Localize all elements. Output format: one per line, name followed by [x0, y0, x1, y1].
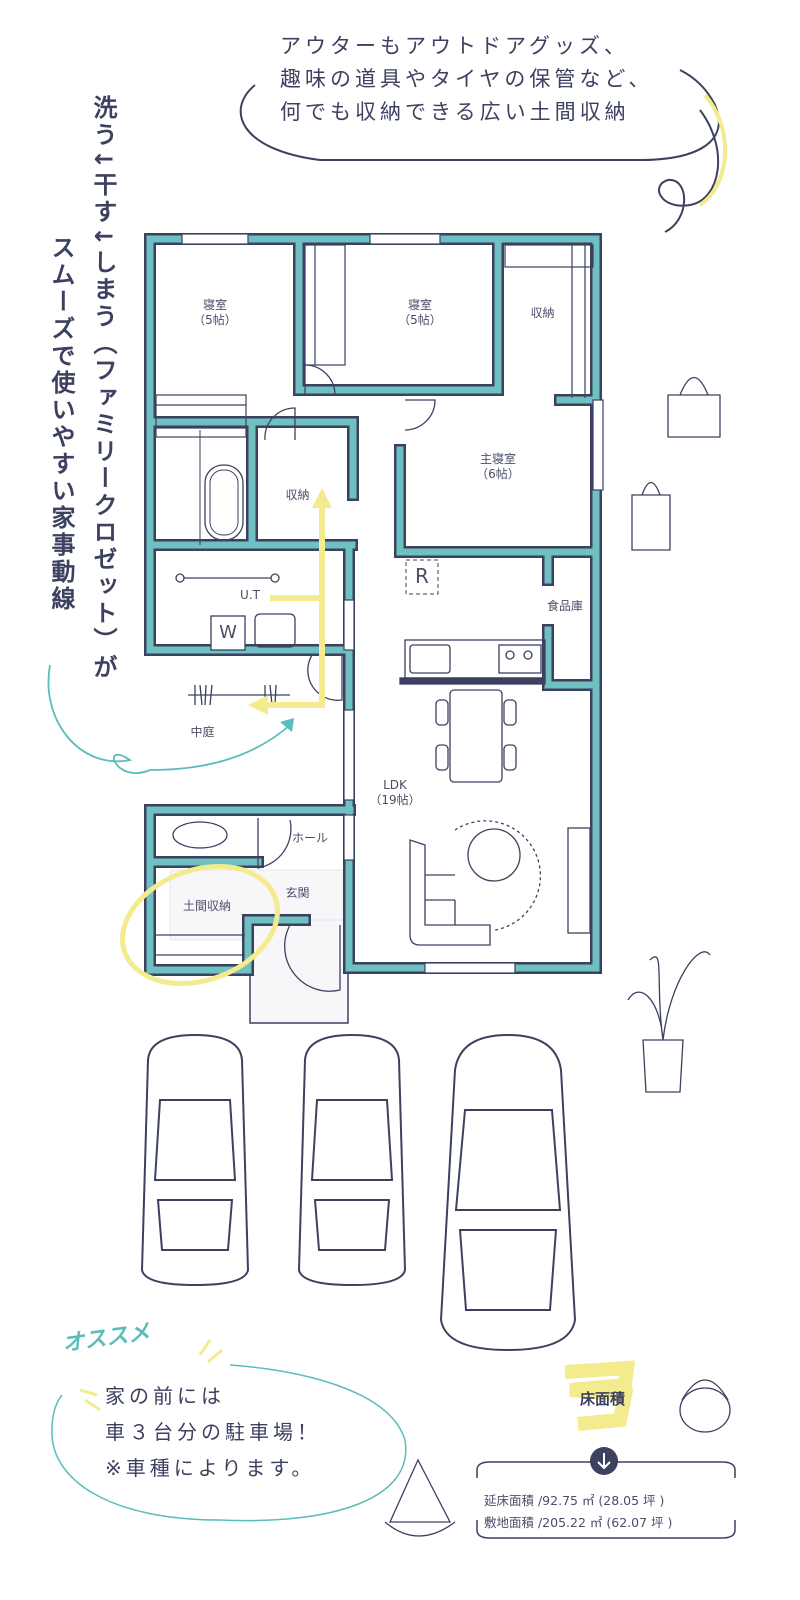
total-floor-area: 延床面積 /92.75 ㎡ (28.05 坪 )	[484, 1493, 665, 1508]
car-2	[297, 1033, 407, 1287]
room-entrance: 玄関	[285, 886, 310, 900]
area-highlight	[564, 1360, 635, 1431]
note-line: 車３台分の駐車場！	[105, 1420, 321, 1444]
callout-line: アウターもアウトドアグッズ、	[280, 34, 629, 58]
room-ldk: LDK（19帖）	[369, 778, 421, 807]
room-hall: ホール	[291, 831, 328, 845]
site-area: 敷地面積 /205.22 ㎡ (62.07 坪 )	[484, 1515, 673, 1530]
clothes-rack	[188, 684, 290, 706]
room-master: 主寝室（6帖）	[476, 452, 520, 481]
bag-small-icon	[631, 481, 671, 551]
callout-left-line2: スムーズで使いやすい家事動線	[47, 235, 75, 613]
dining-set	[435, 689, 517, 783]
car-3	[439, 1033, 577, 1352]
plant-icon	[627, 951, 711, 1093]
callout-line: 何でも収納できる広い土間収納	[280, 100, 630, 124]
room-courtyard: 中庭	[190, 725, 215, 739]
bag-icon	[667, 376, 721, 438]
sofa	[409, 820, 541, 946]
note-line: ※車種によります。	[105, 1456, 316, 1480]
hanging-basket-icon	[384, 1458, 456, 1537]
room-storage-top: 収納	[530, 306, 555, 320]
tile-floor	[169, 869, 349, 1024]
floor-area-title: 床面積	[580, 1390, 626, 1408]
room-doma-storage: 土間収納	[182, 899, 231, 913]
tv-board	[567, 827, 591, 934]
kitchen-counter	[399, 639, 546, 685]
fridge-label: R	[415, 564, 429, 588]
basket-icon	[679, 1387, 731, 1433]
callout-bubble-top	[239, 69, 720, 233]
washer-label: W	[219, 622, 237, 643]
curve-arrow	[47, 664, 291, 774]
note-line: 家の前には	[105, 1384, 225, 1408]
washer-box	[210, 615, 246, 651]
recommend-note: 家の前には 車３台分の駐車場！ ※車種によります。	[105, 1378, 321, 1486]
towel-rail	[175, 573, 280, 583]
recommend-bubble	[51, 1364, 407, 1522]
callout-left-line1: 洗う↓干す↓しまう（ファミリークロゼット）が	[89, 95, 117, 682]
highlight-circle	[120, 864, 280, 986]
room-pantry: 食品庫	[546, 599, 583, 613]
room-storage-mid: 収納	[285, 488, 310, 502]
windows	[181, 233, 604, 974]
room-bedroom-2: 寝室（5帖）	[398, 298, 442, 327]
wall-fill	[146, 235, 600, 974]
toilet	[172, 821, 228, 849]
callout-top: アウターもアウトドアグッズ、 趣味の道具やタイヤの保管など、 何でも収納できる広…	[280, 30, 653, 129]
callout-line: 趣味の道具やタイヤの保管など、	[280, 67, 654, 91]
flow-arrow	[265, 500, 325, 708]
car-1	[140, 1033, 250, 1287]
utility-sink	[254, 613, 296, 648]
bathtub	[204, 464, 244, 541]
closets	[155, 244, 594, 956]
cars	[140, 1033, 577, 1352]
decorations	[384, 376, 731, 1537]
room-ut: U.T	[240, 588, 260, 602]
highlight-stroke-top	[698, 93, 727, 207]
fridge-box	[405, 559, 439, 595]
room-bedroom-1: 寝室（5帖）	[193, 298, 237, 327]
